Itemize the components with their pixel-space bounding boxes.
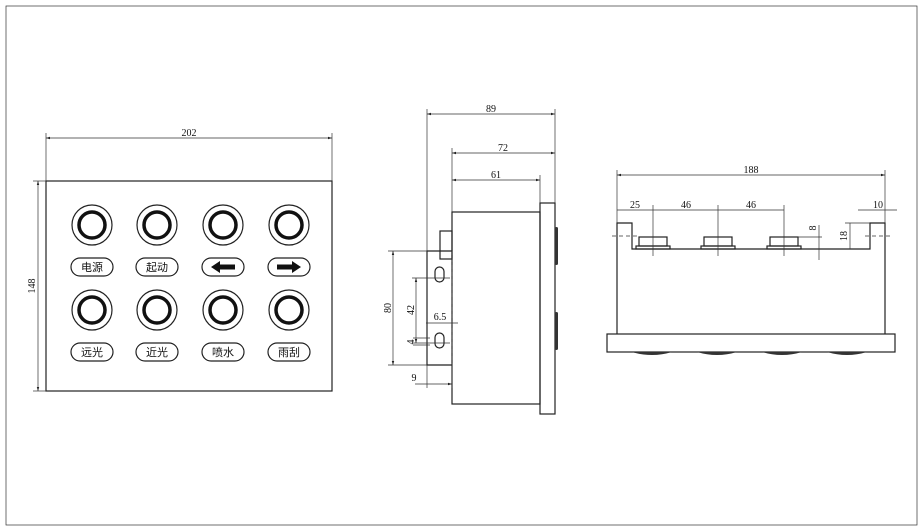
dim-46a: 46: [681, 200, 691, 211]
dim-89: 89: [486, 104, 496, 115]
button-ring: [77, 210, 107, 240]
button-ring: [208, 295, 238, 325]
dim-4: 4: [406, 340, 417, 345]
slot-lower: [434, 332, 445, 349]
button-ring: [274, 295, 304, 325]
dim-10: 10: [873, 200, 883, 211]
dim-18: 18: [839, 231, 850, 241]
button-label-plate: [70, 257, 114, 277]
dim-188: 188: [744, 165, 759, 176]
push-button[interactable]: [268, 289, 310, 331]
dim-9: 9: [412, 373, 417, 384]
button-cap: [632, 352, 672, 355]
button-label: 近光: [146, 345, 168, 359]
dim-61: 61: [491, 170, 501, 181]
drawing-frame: [5, 5, 918, 526]
front-panel: [45, 180, 333, 392]
push-button[interactable]: [202, 204, 244, 246]
button-label-plate: [201, 257, 245, 277]
button-ring: [142, 295, 172, 325]
dim-6-5: 6.5: [434, 312, 447, 323]
base-plate: [606, 333, 896, 353]
button-label-plate: [135, 257, 179, 277]
push-button[interactable]: [71, 204, 113, 246]
connector: [439, 230, 453, 260]
button-label-plate: [267, 342, 311, 362]
housing-body: [451, 211, 541, 405]
dim-42: 42: [406, 305, 417, 315]
button-label: 雨刮: [278, 345, 300, 359]
button-label-plate: [135, 342, 179, 362]
top-view: 188 25 46 46 10 8 18: [606, 165, 897, 355]
front-plate: [539, 202, 556, 415]
button-cap: [762, 352, 802, 355]
button-label-plate: [201, 342, 245, 362]
button-label: 电源: [81, 260, 103, 274]
housing-outline: [616, 222, 886, 334]
button-label: 喷水: [212, 346, 234, 359]
button-label: 起动: [146, 261, 168, 274]
push-button[interactable]: [71, 289, 113, 331]
dim-height: 148: [27, 279, 38, 294]
arrow-left-icon: [211, 261, 235, 273]
button-ring: [77, 295, 107, 325]
dim-80: 80: [383, 303, 394, 313]
button-ring: [208, 210, 238, 240]
dim-46b: 46: [746, 200, 756, 211]
dim-25: 25: [630, 200, 640, 211]
button-cap: [827, 352, 867, 355]
button-ring: [142, 210, 172, 240]
button-cap: [697, 352, 737, 355]
push-button[interactable]: [136, 204, 178, 246]
arrow-right-icon: [277, 261, 301, 273]
button-label: 远光: [81, 345, 103, 359]
push-button[interactable]: [202, 289, 244, 331]
button-label-plate: [267, 257, 311, 277]
dim-72: 72: [498, 143, 508, 154]
dim-width: 202: [182, 128, 197, 139]
dim-8: 8: [808, 226, 819, 231]
side-view: 89 72 61 80 42 6.5 4 9: [383, 104, 558, 415]
mounting-bracket: [426, 250, 452, 366]
button-label-plate: [70, 342, 114, 362]
button-ring: [274, 210, 304, 240]
push-button[interactable]: [136, 289, 178, 331]
push-button[interactable]: [268, 204, 310, 246]
slot-upper: [434, 266, 445, 283]
